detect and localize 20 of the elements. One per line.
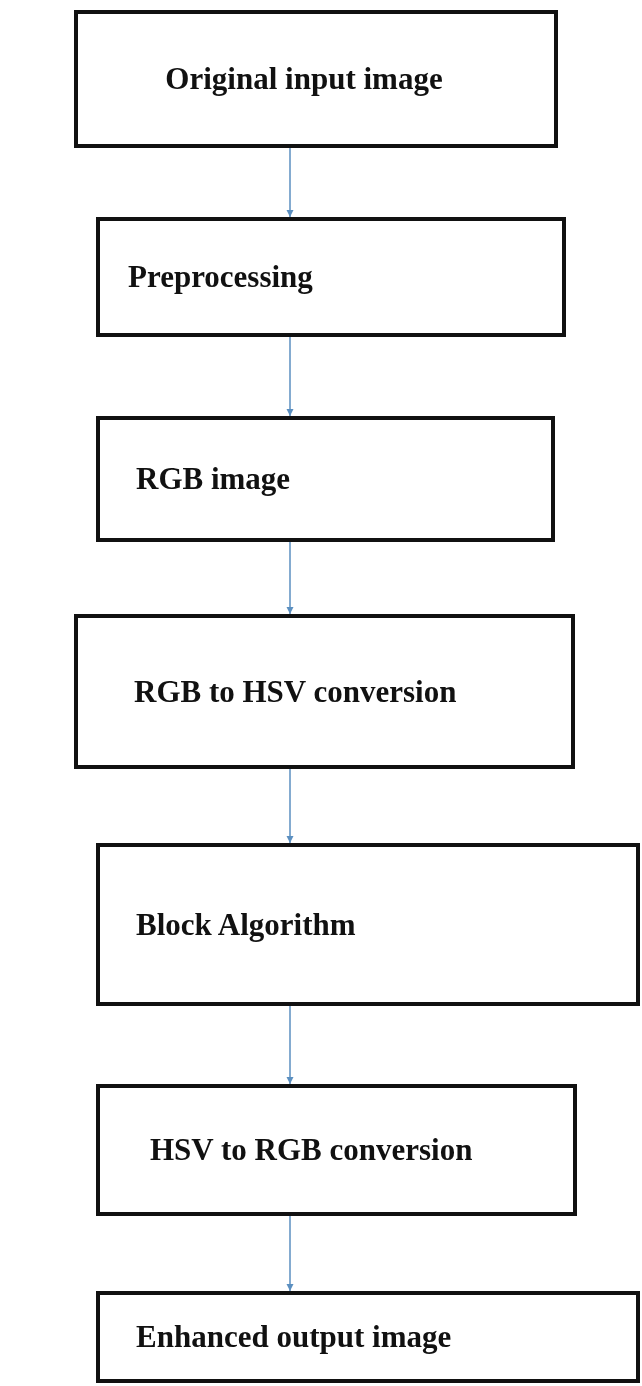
process-box bbox=[96, 217, 566, 337]
box-label: Block Algorithm bbox=[136, 905, 356, 944]
box-label: Original input image bbox=[165, 60, 443, 98]
box-label: HSV to RGB conversion bbox=[150, 1131, 473, 1169]
arrow bbox=[286, 1215, 294, 1292]
arrow bbox=[286, 768, 294, 844]
process-box bbox=[74, 10, 558, 148]
box-label: Preprocessing bbox=[128, 258, 313, 296]
process-box bbox=[96, 1291, 640, 1383]
arrow bbox=[286, 1005, 294, 1085]
process-box bbox=[96, 1084, 577, 1216]
process-box bbox=[74, 614, 575, 769]
arrow bbox=[286, 336, 294, 417]
arrow bbox=[286, 147, 294, 218]
process-box bbox=[96, 843, 640, 1006]
process-box bbox=[96, 416, 555, 542]
arrow bbox=[286, 541, 294, 615]
box-label: RGB image bbox=[136, 460, 291, 498]
box-label: RGB to HSV conversion bbox=[134, 672, 457, 711]
box-label: Enhanced output image bbox=[136, 1318, 452, 1356]
